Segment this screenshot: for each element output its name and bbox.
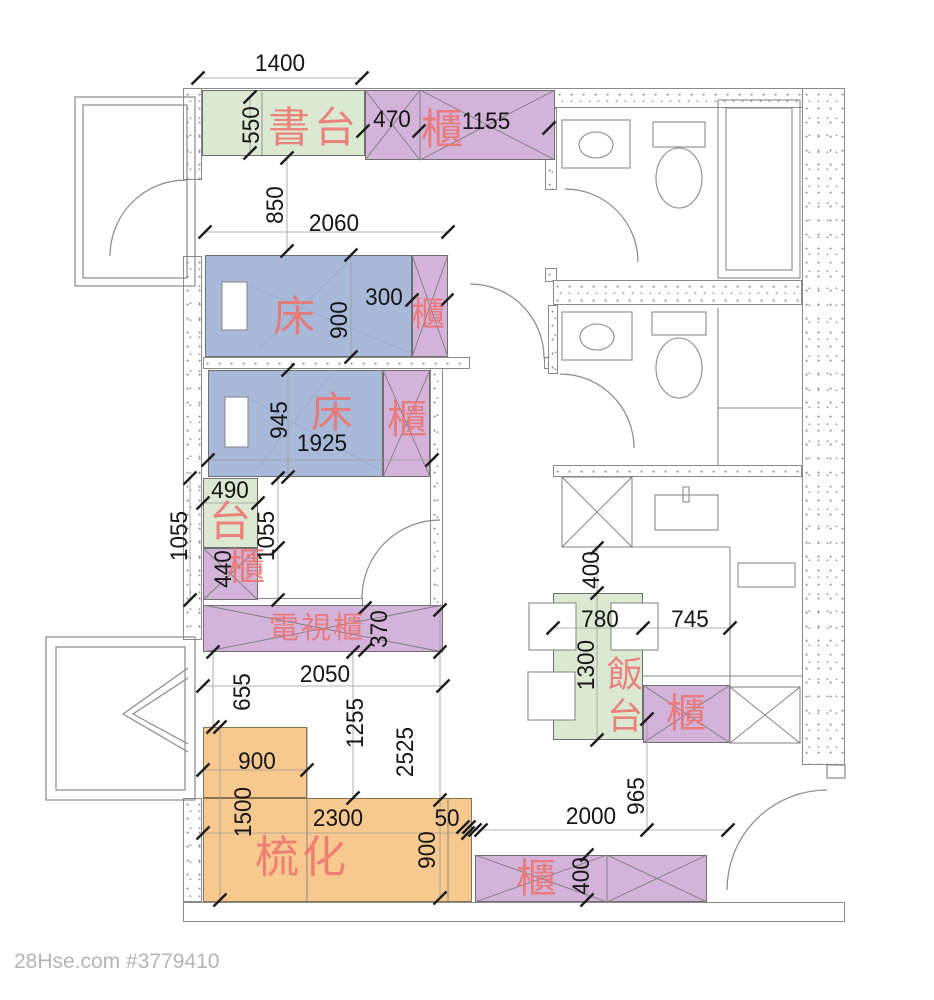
wall-bathroom1-south	[553, 280, 802, 305]
watermark: 28Hse.com #3779410	[14, 950, 220, 973]
bed2-cabinet-label: 櫃	[387, 398, 427, 442]
dim-1925: 1925	[296, 430, 348, 457]
dresser-cabinet-label: 櫃	[226, 547, 266, 589]
dim-2000: 2000	[565, 803, 617, 830]
dim-965: 965	[623, 777, 650, 815]
dim-300: 300	[365, 284, 403, 311]
sink-counter-1	[561, 119, 631, 169]
hatch-box	[729, 686, 801, 744]
dim-50: 50	[434, 805, 460, 832]
dining-chair	[528, 602, 577, 651]
sink-basin-1	[578, 131, 614, 159]
dimension-lines	[189, 77, 730, 900]
sofa-main-block	[203, 798, 472, 902]
kitchen-sink	[654, 494, 719, 531]
dining-chair	[527, 671, 576, 721]
bed1-pillow	[221, 281, 248, 331]
bed1-label: 床	[272, 293, 316, 340]
sink-basin-2	[579, 323, 615, 351]
tv-cabinet-label: 電視櫃	[269, 612, 365, 645]
dim-1155: 1155	[461, 108, 511, 135]
dining-table-label: 飯台	[602, 655, 643, 739]
dining-cabinet-label: 櫃	[666, 692, 706, 736]
dim-550: 550	[238, 106, 265, 144]
wall-bathroom2-south	[553, 465, 802, 477]
kitchen-tap	[682, 486, 690, 503]
sink-counter-2	[561, 311, 633, 361]
wall-right	[802, 88, 845, 765]
wall-bedroom-divider	[203, 357, 470, 369]
wall-left-middle	[183, 256, 202, 640]
wall-left-upper	[183, 88, 202, 180]
top-cabinet-block	[365, 90, 555, 160]
dim-400-dining: 400	[578, 551, 605, 589]
dresser-block	[203, 478, 258, 548]
dim-1500: 1500	[230, 786, 257, 838]
dim-1055-inner: 1055	[253, 510, 280, 562]
sofa-label: 梳化	[255, 833, 349, 882]
desk-block	[202, 90, 365, 156]
dimension-ticks	[182, 70, 738, 908]
toilet-tank-1	[652, 121, 706, 148]
bathtub	[717, 99, 801, 279]
wall-shelf-box	[737, 562, 796, 588]
wall-left-lower	[183, 798, 202, 902]
toilet-tank-2	[651, 311, 707, 336]
bed-creases	[249, 257, 409, 471]
dim-2050: 2050	[299, 661, 351, 688]
dim-900-sofa-arm: 900	[238, 748, 276, 775]
dim-370: 370	[366, 610, 393, 648]
dim-400-entry: 400	[568, 857, 595, 895]
entry-cabinet-label: 櫃	[516, 857, 556, 901]
dim-2525: 2525	[392, 726, 419, 778]
top-cabinet-label: 櫃	[420, 106, 464, 153]
door-arcs	[109, 179, 846, 891]
toilet-bowl-2	[655, 337, 703, 399]
dining-chair	[610, 602, 659, 651]
desk-label: 書台	[267, 104, 361, 151]
dim-1400: 1400	[254, 50, 306, 77]
dim-745: 745	[671, 606, 709, 633]
dim-470: 470	[373, 106, 411, 133]
dim-1255: 1255	[342, 697, 369, 749]
dim-440: 440	[210, 550, 237, 588]
dim-900-sofa-depth: 900	[414, 831, 441, 869]
cabinet-crosses	[202, 89, 801, 903]
wall-bottom	[183, 902, 845, 922]
dim-2300: 2300	[312, 805, 364, 832]
dim-655: 655	[229, 673, 256, 711]
balcony-outline	[45, 96, 196, 801]
chairs-and-pillows	[221, 281, 659, 721]
bed2-label: 床	[310, 389, 354, 436]
bed2-pillow	[224, 396, 249, 448]
bed1-cabinet-label: 櫃	[411, 296, 445, 334]
dim-1055-left: 1055	[166, 510, 193, 562]
dim-490: 490	[211, 477, 249, 504]
dim-1300: 1300	[573, 639, 600, 691]
dresser-label: 台	[208, 498, 252, 545]
wall-bathroom1-west-lower	[545, 268, 557, 282]
dim-2060: 2060	[308, 210, 360, 237]
entry-cabinet-block	[475, 855, 707, 902]
wall-bathroom2-west	[548, 305, 558, 374]
dim-945: 945	[266, 401, 293, 439]
dim-850: 850	[262, 186, 289, 224]
toilet-bowl-1	[655, 147, 703, 209]
fixtures	[561, 99, 802, 744]
dim-900-bed1: 900	[326, 301, 353, 339]
dim-780: 780	[581, 606, 619, 633]
